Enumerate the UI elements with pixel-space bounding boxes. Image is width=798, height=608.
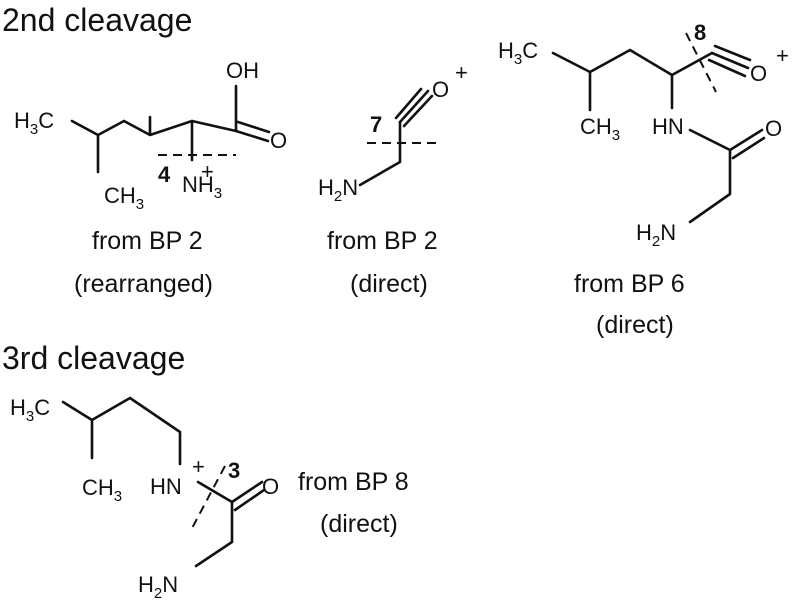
structure-d: H3C CH3 HN + O H2N 3 from BP 8 (direct) — [10, 395, 409, 602]
structure-d-cleavage-line — [189, 465, 226, 533]
structure-d-h2n: H2N — [138, 572, 178, 602]
structure-a-bond-number: 4 — [158, 162, 171, 187]
structure-d-bonds — [61, 396, 182, 466]
structure-c-caption-line1: from BP 6 — [574, 270, 685, 298]
structure-d-h3c: H3C — [10, 395, 50, 425]
structure-c-h2n: H2N — [636, 220, 676, 250]
structure-c-plus: + — [776, 43, 789, 68]
structure-d-ch3: CH3 — [82, 475, 122, 505]
structure-b-o: O — [432, 77, 449, 102]
structure-c-carbonyl-2 — [731, 136, 766, 160]
structure-b-h2n: H2N — [318, 175, 358, 205]
structure-a-carbonyl — [234, 120, 271, 143]
structure-a-bonds — [70, 84, 238, 174]
structure-a-h3c: H3C — [14, 108, 54, 138]
structure-c-amide-bonds — [688, 128, 764, 224]
structure-b-bonds — [358, 120, 402, 187]
heading-2nd-cleavage: 2nd cleavage — [2, 2, 192, 38]
structure-a-oh: OH — [226, 58, 259, 83]
structure-c-ch3: CH3 — [580, 114, 620, 144]
structure-c-cleavage-line — [685, 32, 717, 93]
structure-d-caption-line2: (direct) — [320, 510, 398, 538]
structure-c-bonds — [551, 48, 714, 112]
structure-b-plus: + — [455, 60, 468, 85]
structure-a-o: O — [270, 128, 287, 153]
structure-d-hn: HN — [150, 474, 182, 499]
structure-b-triple-bond — [394, 87, 434, 128]
heading-3rd-cleavage: 3rd cleavage — [2, 340, 185, 376]
structure-d-caption-line1: from BP 8 — [298, 468, 409, 496]
structure-d-plus: + — [192, 454, 205, 479]
structure-b: O + H2N 7 from BP 2 (direct) — [318, 60, 468, 298]
structure-b-caption-line2: (direct) — [350, 270, 428, 298]
structure-a-caption-line2: (rearranged) — [74, 270, 213, 298]
structure-a: H3C CH3 OH O NH3 + 4 from BP 2 (rearrang… — [14, 58, 287, 298]
structure-d-bond-number: 3 — [228, 458, 240, 483]
structure-a-caption-line1: from BP 2 — [92, 227, 203, 255]
structure-a-plus: + — [201, 159, 214, 184]
structure-c-triple-bond — [707, 44, 752, 78]
structure-c-o: O — [750, 61, 767, 86]
structure-b-bond-number: 7 — [370, 112, 382, 137]
structure-c-caption-line2: (direct) — [596, 311, 674, 339]
structure-c-hn: HN — [652, 114, 684, 139]
structure-b-caption-line1: from BP 2 — [327, 227, 438, 255]
structure-c-h3c: H3C — [498, 38, 538, 68]
structure-a-ch3: CH3 — [104, 183, 144, 213]
structure-c-o2: O — [765, 116, 782, 141]
structure-a-nh3: NH3 — [182, 172, 222, 202]
structure-d-o: O — [262, 474, 279, 499]
structure-d-amide-bonds — [194, 480, 266, 568]
structure-c-bond-number: 8 — [694, 20, 706, 45]
structure-c: O + O H3C CH3 HN H2N 8 from BP 6 (direct… — [498, 20, 789, 339]
